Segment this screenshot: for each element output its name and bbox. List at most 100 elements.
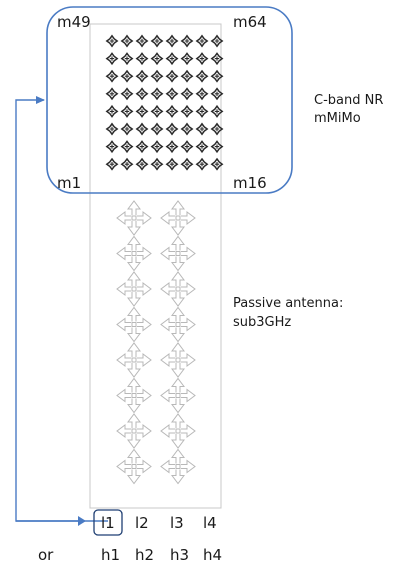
feed-arrow-tail: [78, 516, 86, 526]
mmimo-antenna-element: [180, 104, 194, 118]
or-label: or: [38, 546, 54, 564]
corner-label-m49: m49: [57, 13, 91, 31]
port-l3: l3: [170, 514, 184, 532]
mmimo-antenna-element: [135, 140, 149, 154]
mmimo-antenna-element: [150, 104, 164, 118]
mmimo-antenna-element: [165, 87, 179, 101]
corner-label-m16: m16: [233, 174, 267, 192]
mmimo-antenna-element: [210, 140, 224, 154]
mmimo-antenna-element: [195, 157, 209, 171]
mmimo-antenna-element: [105, 87, 119, 101]
mmimo-antenna-element: [180, 87, 194, 101]
mmimo-antenna-element: [210, 157, 224, 171]
passive-label-line2: sub3GHz: [233, 315, 291, 330]
mmimo-antenna-element: [120, 69, 134, 83]
mmimo-antenna-element: [120, 34, 134, 48]
mmimo-antenna-element: [165, 122, 179, 136]
mmimo-antenna-element: [105, 140, 119, 154]
passive-element-array: [116, 200, 196, 485]
port-h2: h2: [135, 546, 154, 564]
mmimo-antenna-element: [120, 52, 134, 66]
mmimo-antenna-element: [195, 87, 209, 101]
passive-antenna-element: [116, 306, 152, 343]
mmimo-antenna-element: [120, 87, 134, 101]
mmimo-antenna-element: [150, 122, 164, 136]
mmimo-antenna-element: [210, 122, 224, 136]
passive-antenna-element: [116, 200, 152, 236]
mmimo-antenna-element: [165, 157, 179, 171]
passive-antenna-element: [160, 377, 196, 414]
passive-antenna-element: [160, 448, 196, 485]
port-l1-highlight: [93, 509, 123, 536]
mmimo-antenna-element: [195, 122, 209, 136]
passive-antenna-element: [160, 413, 196, 449]
passive-antenna-element: [160, 200, 196, 236]
mmimo-antenna-element: [150, 52, 164, 66]
passive-antenna-element: [116, 342, 152, 378]
mmimo-antenna-element: [105, 157, 119, 171]
passive-label-line1: Passive antenna:: [233, 296, 343, 311]
mmimo-antenna-element: [195, 69, 209, 83]
mmimo-antenna-element: [120, 104, 134, 118]
mmimo-antenna-element: [105, 122, 119, 136]
port-h3: h3: [170, 546, 189, 564]
mmimo-antenna-element: [135, 157, 149, 171]
port-l1: l1: [101, 514, 115, 532]
passive-antenna-element: [160, 306, 196, 343]
passive-antenna-element: [160, 235, 196, 272]
mmimo-antenna-element: [135, 69, 149, 83]
mmimo-antenna-element: [105, 104, 119, 118]
mmimo-panel-outline: [46, 6, 293, 194]
corner-label-m64: m64: [233, 13, 267, 31]
mmimo-antenna-element: [180, 52, 194, 66]
mmimo-antenna-element: [195, 140, 209, 154]
mmimo-antenna-element: [150, 140, 164, 154]
mmimo-antenna-element: [135, 122, 149, 136]
mmimo-antenna-element: [195, 34, 209, 48]
mmimo-antenna-element: [120, 122, 134, 136]
mmimo-antenna-element: [120, 157, 134, 171]
mmimo-antenna-element: [105, 69, 119, 83]
mmimo-antenna-element: [195, 104, 209, 118]
mmimo-label-line2: mMiMo: [314, 111, 361, 126]
mmimo-antenna-element: [165, 52, 179, 66]
mmimo-antenna-element: [150, 34, 164, 48]
mmimo-antenna-element: [135, 34, 149, 48]
passive-antenna-element: [160, 342, 196, 378]
mmimo-antenna-element: [165, 69, 179, 83]
port-h4: h4: [203, 546, 222, 564]
mmimo-antenna-element: [105, 34, 119, 48]
corner-label-m1: m1: [57, 174, 81, 192]
passive-antenna-element: [116, 413, 152, 449]
mmimo-antenna-element: [150, 157, 164, 171]
port-l4: l4: [203, 514, 217, 532]
mmimo-label-line1: C-band NR: [314, 93, 383, 108]
port-l2: l2: [135, 514, 149, 532]
mmimo-antenna-element: [180, 122, 194, 136]
passive-antenna-element: [116, 271, 152, 307]
mmimo-antenna-element: [105, 52, 119, 66]
mmimo-antenna-element: [135, 104, 149, 118]
mmimo-antenna-element: [165, 140, 179, 154]
mmimo-antenna-element: [135, 87, 149, 101]
mmimo-antenna-element: [180, 157, 194, 171]
mmimo-element-array: [105, 34, 224, 171]
port-h1: h1: [101, 546, 120, 564]
mmimo-antenna-element: [210, 34, 224, 48]
mmimo-antenna-element: [150, 69, 164, 83]
mmimo-antenna-element: [120, 140, 134, 154]
mmimo-antenna-element: [180, 34, 194, 48]
mmimo-antenna-element: [180, 69, 194, 83]
mmimo-antenna-element: [135, 52, 149, 66]
passive-antenna-element: [116, 235, 152, 272]
mmimo-antenna-element: [210, 87, 224, 101]
mmimo-antenna-element: [210, 69, 224, 83]
mmimo-antenna-element: [195, 52, 209, 66]
mmimo-antenna-element: [210, 52, 224, 66]
passive-antenna-element: [116, 377, 152, 414]
passive-antenna-element: [116, 448, 152, 485]
mmimo-antenna-element: [165, 104, 179, 118]
mmimo-antenna-element: [150, 87, 164, 101]
passive-antenna-element: [160, 271, 196, 307]
